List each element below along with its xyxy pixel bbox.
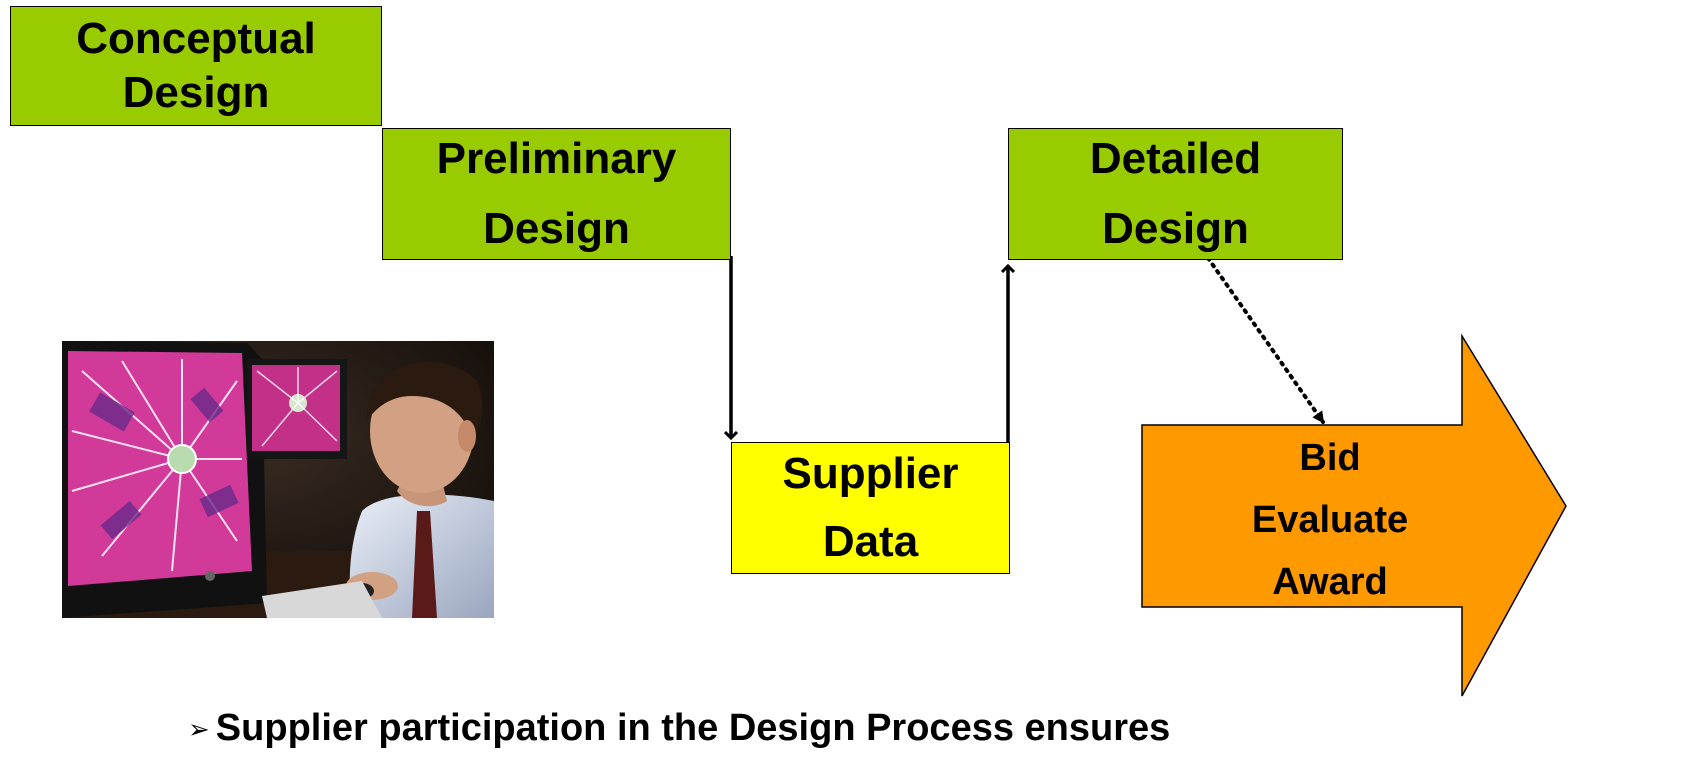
footnote: ➢Supplier participation in the Design Pr… [188, 707, 1170, 750]
conceptual-line-2: Design [122, 68, 270, 117]
photo-illustration [62, 341, 494, 618]
footnote-text: Supplier participation in the Design Pro… [215, 707, 1171, 749]
detailed-line-2: Design [1102, 204, 1249, 253]
bid-line-1: Bid [1299, 437, 1361, 479]
bid-line-2: Evaluate [1251, 499, 1409, 541]
engineer-workstation-photo [62, 341, 494, 618]
arrow-bullet-icon: ➢ [188, 714, 210, 745]
bid-evaluate-award-label: Bid Evaluate Award [1142, 425, 1518, 615]
bid-line-3: Award [1272, 561, 1388, 603]
bid-arrow-shape [1141, 333, 1567, 697]
conceptual-design-box: Conceptual Design [10, 6, 382, 126]
preliminary-line-1: Preliminary [436, 134, 677, 183]
conceptual-line-1: Conceptual [76, 14, 316, 63]
supplier-line-1: Supplier [782, 449, 959, 498]
arrow-detailed-to-bid [1206, 256, 1325, 424]
supplier-data-box: Supplier Data [731, 442, 1010, 574]
preliminary-design-box: Preliminary Design [382, 128, 731, 260]
detailed-design-box: Detailed Design [1008, 128, 1343, 260]
supplier-line-2: Data [822, 517, 919, 566]
detailed-line-1: Detailed [1089, 134, 1262, 183]
preliminary-line-2: Design [483, 204, 630, 253]
